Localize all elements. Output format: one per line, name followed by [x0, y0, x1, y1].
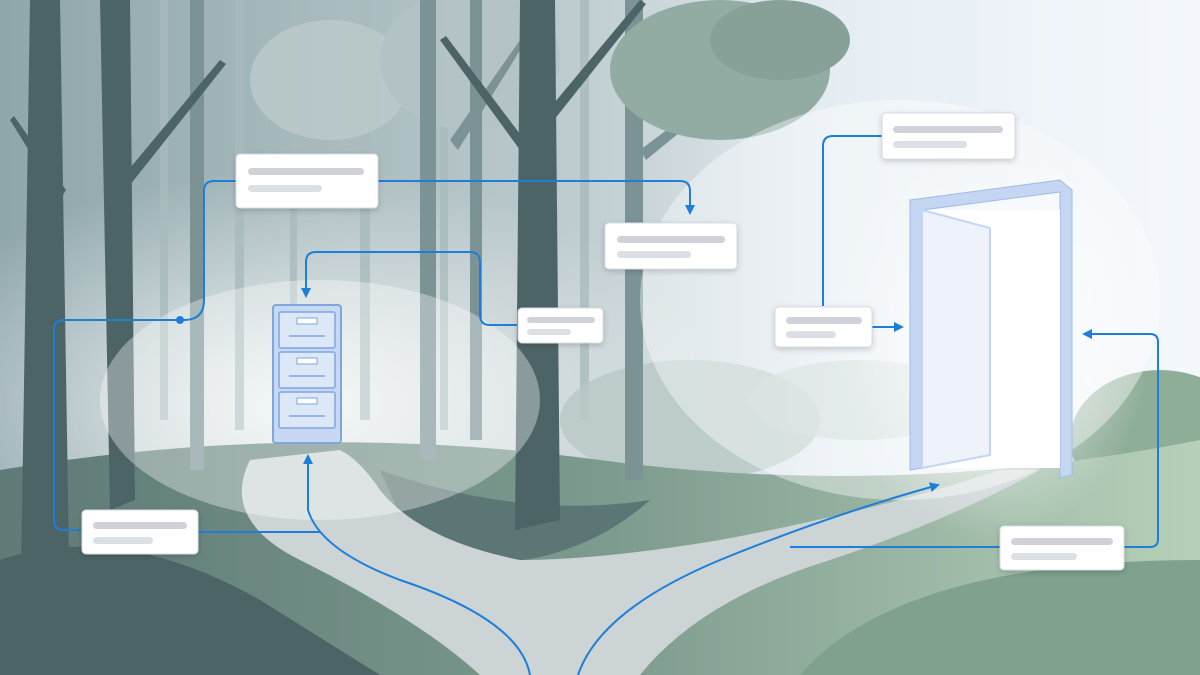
connectors: [53, 135, 1159, 675]
connector-path-to-door: [577, 482, 940, 675]
forest-path: [241, 450, 1040, 675]
connector-path-to-cabinet: [303, 454, 531, 675]
card-door-left: [774, 306, 873, 348]
connector-bottom-right-loop: [1082, 329, 1159, 548]
card-bottom-left: [81, 509, 199, 555]
connector-top-left-to-left-loop: [53, 180, 236, 531]
connector-top-left-to-top-middle: [378, 180, 695, 215]
mid-trees: [190, 0, 850, 480]
card-top-middle: [604, 222, 738, 270]
connector-junction-dot: [176, 316, 184, 324]
connector-door-card-to-top-right: [822, 135, 882, 306]
foreground-trees: [10, 0, 646, 640]
card-top-right: [881, 112, 1016, 160]
open-door-icon: [830, 140, 1150, 540]
cards: [81, 112, 1125, 571]
card-center: [517, 307, 604, 344]
connector-center-to-cabinet: [301, 251, 518, 326]
filing-cabinet-icon: [272, 304, 342, 444]
card-top-left: [235, 153, 379, 209]
card-bottom-right: [999, 525, 1125, 571]
